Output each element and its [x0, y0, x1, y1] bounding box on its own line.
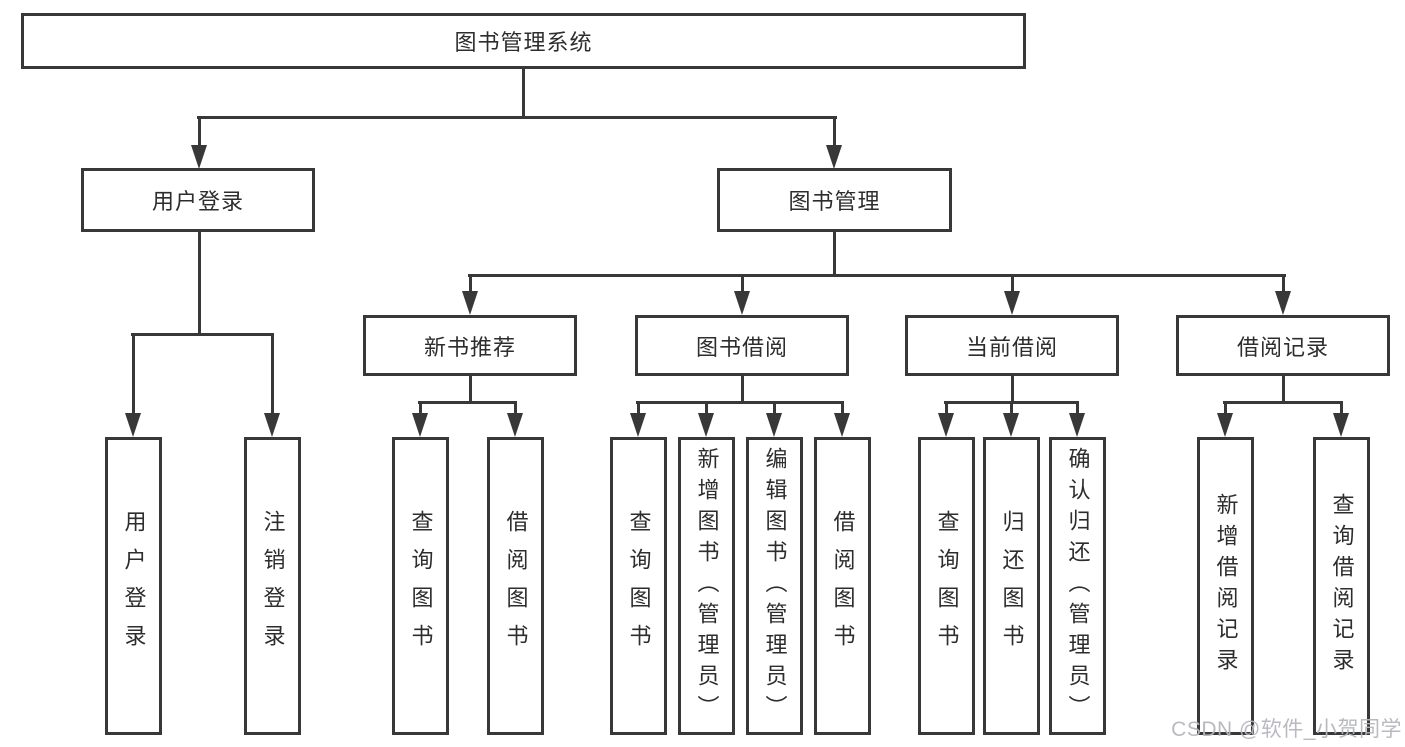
node-borrowing-records: 借阅记录	[1176, 315, 1390, 376]
arrow-down-icon	[698, 413, 714, 437]
leaf-edit-books-admin: 编辑图书（管理员）	[746, 437, 803, 735]
arrow-down-icon	[191, 145, 207, 169]
leaf-borrow-books-borrowing-label: 借阅图书	[830, 510, 856, 662]
connector-recommend-drop-line	[514, 401, 517, 417]
node-new-book-recommend-label: 新书推荐	[423, 334, 516, 360]
connector-login-drop-line	[132, 333, 135, 417]
leaf-confirm-return-admin: 确认归还（管理员）	[1049, 437, 1106, 735]
node-book-borrowing-label: 图书借阅	[695, 334, 788, 360]
leaf-user-login-label: 用户登录	[121, 510, 147, 662]
connector-login-stem-line	[198, 232, 201, 336]
arrow-down-icon	[1069, 413, 1085, 437]
connector-records-drop-line	[1224, 401, 1227, 417]
connector-borrowing-branch-line	[636, 401, 844, 404]
node-user-login: 用户登录	[81, 168, 315, 232]
connector-bookmgmt-drop-line	[1011, 274, 1014, 294]
connector-borrowing-stem-line	[741, 376, 744, 404]
leaf-query-books-borrowing: 查询图书	[610, 437, 667, 735]
connector-root-branch-line	[197, 116, 837, 119]
connector-root-left-drop-line	[198, 116, 201, 150]
node-library-system: 图书管理系统	[21, 13, 1026, 69]
leaf-logout-login-label: 注销登录	[260, 510, 286, 662]
connector-recommend-drop-line	[419, 401, 422, 417]
connector-login-branch-line	[131, 333, 273, 336]
leaf-confirm-return-admin-label: 确认归还（管理员）	[1065, 446, 1091, 726]
arrow-down-icon	[1003, 413, 1019, 437]
node-book-borrowing: 图书借阅	[635, 315, 849, 376]
leaf-return-books: 归还图书	[983, 437, 1040, 735]
leaf-return-books-label: 归还图书	[999, 510, 1025, 662]
arrow-down-icon	[734, 291, 750, 315]
leaf-logout-login: 注销登录	[244, 437, 301, 735]
node-current-borrowing-label: 当前借阅	[965, 334, 1058, 360]
leaf-add-books-admin-label: 新增图书（管理员）	[694, 446, 720, 726]
csdn-watermark: CSDN @软件_小贺同学	[1171, 718, 1402, 741]
node-book-management-label: 图书管理	[788, 189, 881, 214]
connector-bookmgmt-stem-line	[833, 232, 836, 277]
leaf-query-books-current: 查询图书	[918, 437, 975, 735]
leaf-query-books-recommend-label: 查询图书	[408, 510, 434, 662]
leaf-query-books-current-label: 查询图书	[934, 510, 960, 662]
leaf-borrow-books-recommend-label: 借阅图书	[503, 510, 529, 662]
connector-bookmgmt-branch-line	[468, 274, 1286, 277]
arrow-down-icon	[412, 413, 428, 437]
leaf-add-books-admin: 新增图书（管理员）	[678, 437, 735, 735]
arrow-down-icon	[462, 291, 478, 315]
arrow-down-icon	[507, 413, 523, 437]
connector-root-right-drop-line	[833, 116, 836, 150]
arrow-down-icon	[1004, 291, 1020, 315]
connector-current-drop-line	[1076, 401, 1079, 417]
arrow-down-icon	[1333, 413, 1349, 437]
connector-recommend-branch-line	[418, 401, 517, 404]
leaf-query-borrow-record: 查询借阅记录	[1313, 437, 1370, 735]
node-book-management: 图书管理	[717, 168, 952, 232]
arrow-down-icon	[125, 413, 141, 437]
leaf-add-borrow-record-label: 新增借阅记录	[1213, 493, 1239, 679]
connector-borrowing-drop-line	[637, 401, 640, 417]
connector-bookmgmt-drop-line	[469, 274, 472, 294]
node-user-login-label: 用户登录	[151, 189, 244, 214]
connector-records-stem-line	[1282, 376, 1285, 404]
arrow-down-icon	[826, 145, 842, 169]
leaf-borrow-books-recommend: 借阅图书	[487, 437, 544, 735]
arrow-down-icon	[766, 413, 782, 437]
node-current-borrowing: 当前借阅	[905, 315, 1119, 376]
leaf-borrow-books-borrowing: 借阅图书	[814, 437, 871, 735]
connector-records-drop-line	[1340, 401, 1343, 417]
leaf-add-borrow-record: 新增借阅记录	[1197, 437, 1254, 735]
connector-current-drop-line	[945, 401, 948, 417]
connector-recommend-stem-line	[469, 376, 472, 404]
connector-records-branch-line	[1223, 401, 1343, 404]
arrow-down-icon	[630, 413, 646, 437]
node-library-system-label: 图书管理系统	[454, 30, 593, 55]
arrow-down-icon	[834, 413, 850, 437]
arrow-down-icon	[264, 413, 280, 437]
leaf-query-books-borrowing-label: 查询图书	[626, 510, 652, 662]
connector-borrowing-drop-line	[705, 401, 708, 417]
connector-current-drop-line	[1010, 401, 1013, 417]
arrow-down-icon	[1217, 413, 1233, 437]
connector-current-stem-line	[1011, 376, 1014, 404]
leaf-query-books-recommend: 查询图书	[392, 437, 449, 735]
connector-bookmgmt-drop-line	[741, 274, 744, 294]
node-borrowing-records-label: 借阅记录	[1236, 334, 1329, 360]
connector-borrowing-drop-line	[841, 401, 844, 417]
leaf-query-borrow-record-label: 查询借阅记录	[1329, 493, 1355, 679]
arrow-down-icon	[938, 413, 954, 437]
leaf-edit-books-admin-label: 编辑图书（管理员）	[762, 446, 788, 726]
leaf-user-login: 用户登录	[105, 437, 162, 735]
arrow-down-icon	[1275, 291, 1291, 315]
connector-root-stem-line	[522, 69, 525, 119]
node-new-book-recommend: 新书推荐	[363, 315, 577, 376]
connector-login-drop-line	[271, 333, 274, 417]
connector-bookmgmt-drop-line	[1282, 274, 1285, 294]
connector-borrowing-drop-line	[773, 401, 776, 417]
